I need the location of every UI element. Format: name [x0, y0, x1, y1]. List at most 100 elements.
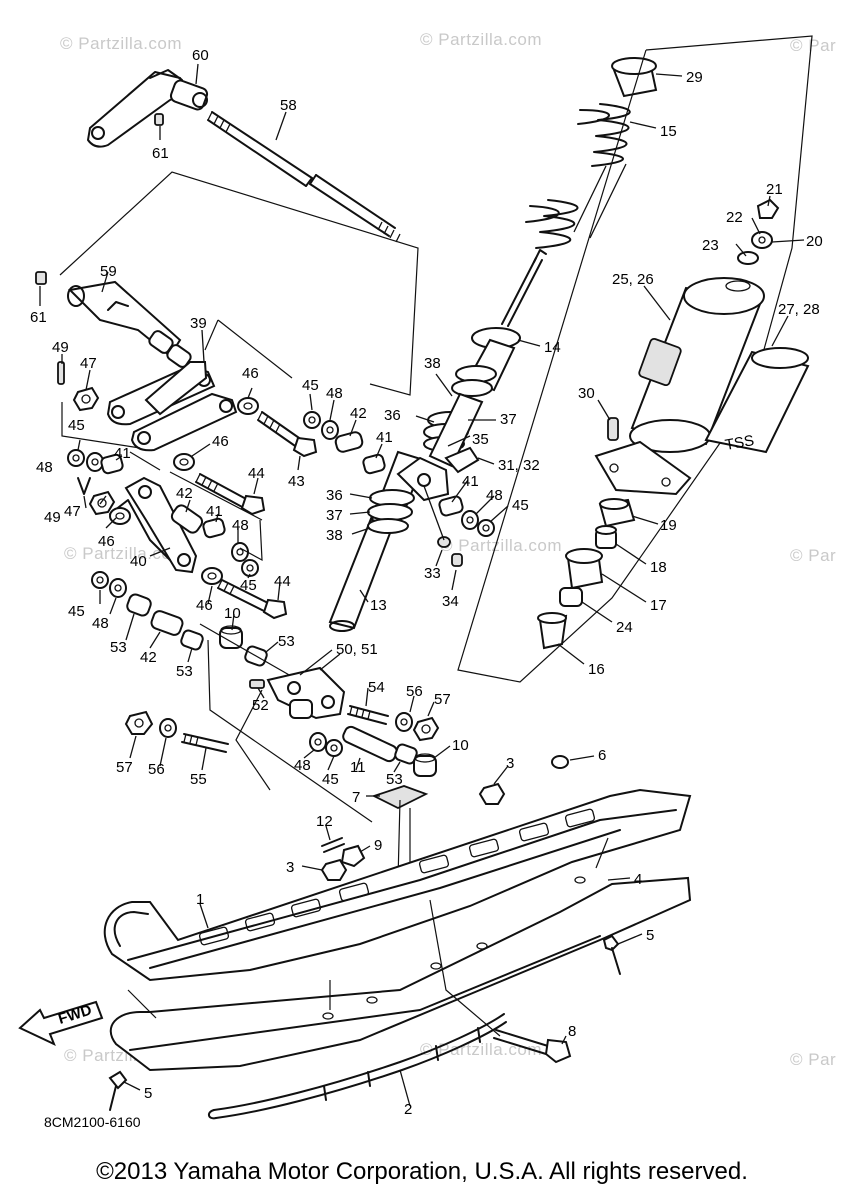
callout-label: 38 — [326, 527, 343, 544]
callout-label: 44 — [274, 573, 291, 590]
assembly-outline — [61, 402, 161, 471]
part-42-collar — [170, 504, 204, 534]
watermark: © Par — [790, 546, 837, 565]
part-46-washer — [237, 397, 259, 415]
callout-label: 37 — [326, 507, 343, 524]
callout-label: 10 — [224, 605, 241, 622]
part-33-fitting — [437, 536, 451, 548]
part-4-ski-sole — [109, 876, 692, 1072]
part-30-bolt — [607, 417, 619, 441]
callout-label: 57 — [116, 759, 133, 776]
assembly-outline — [329, 899, 501, 1037]
part-41-bushing — [438, 495, 464, 517]
fwd-arrow-icon: FWD — [18, 1000, 104, 1046]
part-34-grease-nipple — [451, 553, 463, 567]
assembly-outline — [457, 35, 813, 683]
leader-lines — [39, 63, 805, 1107]
part-39-arm-links — [106, 361, 238, 452]
callout-label: 42 — [350, 405, 367, 422]
callout-label: 49 — [52, 339, 69, 356]
assembly-outline — [127, 837, 609, 1019]
part-6-cap — [551, 755, 569, 769]
callout-label: 11 — [350, 759, 366, 776]
callout-label: 1 — [196, 891, 204, 908]
part-10-bushing — [219, 625, 243, 649]
callout-label: 37 — [500, 411, 517, 428]
callout-label: 20 — [806, 233, 823, 250]
part-48-washer — [461, 510, 479, 530]
part-43-bolt — [257, 411, 318, 458]
callout-label: 41 — [462, 473, 479, 490]
assembly-outline — [169, 471, 263, 562]
part-45-washer — [303, 411, 321, 429]
part-29-spring-seat — [611, 57, 658, 98]
callout-label: 4 — [634, 871, 642, 888]
part-48-washer — [231, 542, 249, 562]
callout-label: 61 — [152, 145, 169, 162]
callout-label: 41 — [114, 445, 131, 462]
callout-label: 31, 32 — [498, 457, 540, 474]
callout-labels: 60 61 58 59 61 29 15 21 22 20 23 25, 26 … — [30, 47, 823, 1118]
assembly-outline — [199, 623, 299, 681]
part-27-28-sleeve — [704, 347, 810, 454]
callout-label: 12 — [316, 813, 333, 830]
callout-label: 54 — [368, 679, 385, 696]
part-46-washer — [201, 567, 223, 585]
callout-label: 55 — [190, 771, 207, 788]
watermark: © Partzilla.com — [440, 536, 563, 555]
watermark: © Par — [790, 36, 837, 55]
watermark: © Partzilla.com — [64, 544, 187, 563]
part-61-pin — [35, 271, 47, 285]
part-22-nut — [751, 231, 773, 249]
callout-label: 57 — [434, 691, 451, 708]
part-48-washer — [109, 578, 127, 598]
callout-label: 22 — [726, 209, 743, 226]
part-45-washer — [477, 519, 495, 537]
callout-label: 27, 28 — [778, 301, 820, 318]
callout-label: 47 — [64, 503, 81, 520]
part-9-bushing — [340, 844, 366, 868]
part-23-washer — [737, 251, 759, 265]
callout-label: 13 — [370, 597, 387, 614]
callout-label: 10 — [452, 737, 469, 754]
part-10-bushing — [413, 753, 437, 777]
callout-label: 36 — [326, 487, 343, 504]
part-24-ring — [559, 587, 583, 607]
callout-label: 46 — [212, 433, 229, 450]
part-58-shaft — [207, 111, 401, 243]
assembly-outline — [59, 171, 419, 396]
callout-label: 53 — [386, 771, 403, 788]
callout-label: 50, 51 — [336, 641, 378, 658]
callout-label: 45 — [322, 771, 339, 788]
callout-label: 47 — [80, 355, 97, 372]
part-56-washer — [159, 718, 177, 738]
diagram-part-code: 8CM2100-6160 — [44, 1114, 141, 1130]
callout-label: 39 — [190, 315, 207, 332]
part-7-plate — [371, 785, 429, 810]
callout-label: 8 — [568, 1023, 576, 1040]
callout-label: 53 — [278, 633, 295, 650]
callout-label: 9 — [374, 837, 382, 854]
callout-label: 52 — [252, 697, 269, 714]
callout-label: 15 — [660, 123, 677, 140]
part-21-nut — [756, 198, 780, 219]
callout-label: 60 — [192, 47, 209, 64]
part-3-nut — [478, 782, 506, 805]
callout-label: 3 — [286, 859, 294, 876]
callout-label: 17 — [650, 597, 667, 614]
callout-label: 42 — [140, 649, 157, 666]
callout-label: 38 — [424, 355, 441, 372]
callout-label: 45 — [302, 377, 319, 394]
callout-label: 56 — [148, 761, 165, 778]
part-55-bolt — [181, 733, 229, 753]
callout-label: 48 — [326, 385, 343, 402]
callout-label: 46 — [98, 533, 115, 550]
callout-label: 45 — [68, 603, 85, 620]
part-54-bolt — [347, 705, 389, 725]
callout-label: 49 — [44, 509, 61, 526]
part-49-cotter-pin — [77, 477, 91, 495]
callout-label: 36 — [384, 407, 401, 424]
callout-label: 23 — [702, 237, 719, 254]
callout-label: 45 — [512, 497, 529, 514]
